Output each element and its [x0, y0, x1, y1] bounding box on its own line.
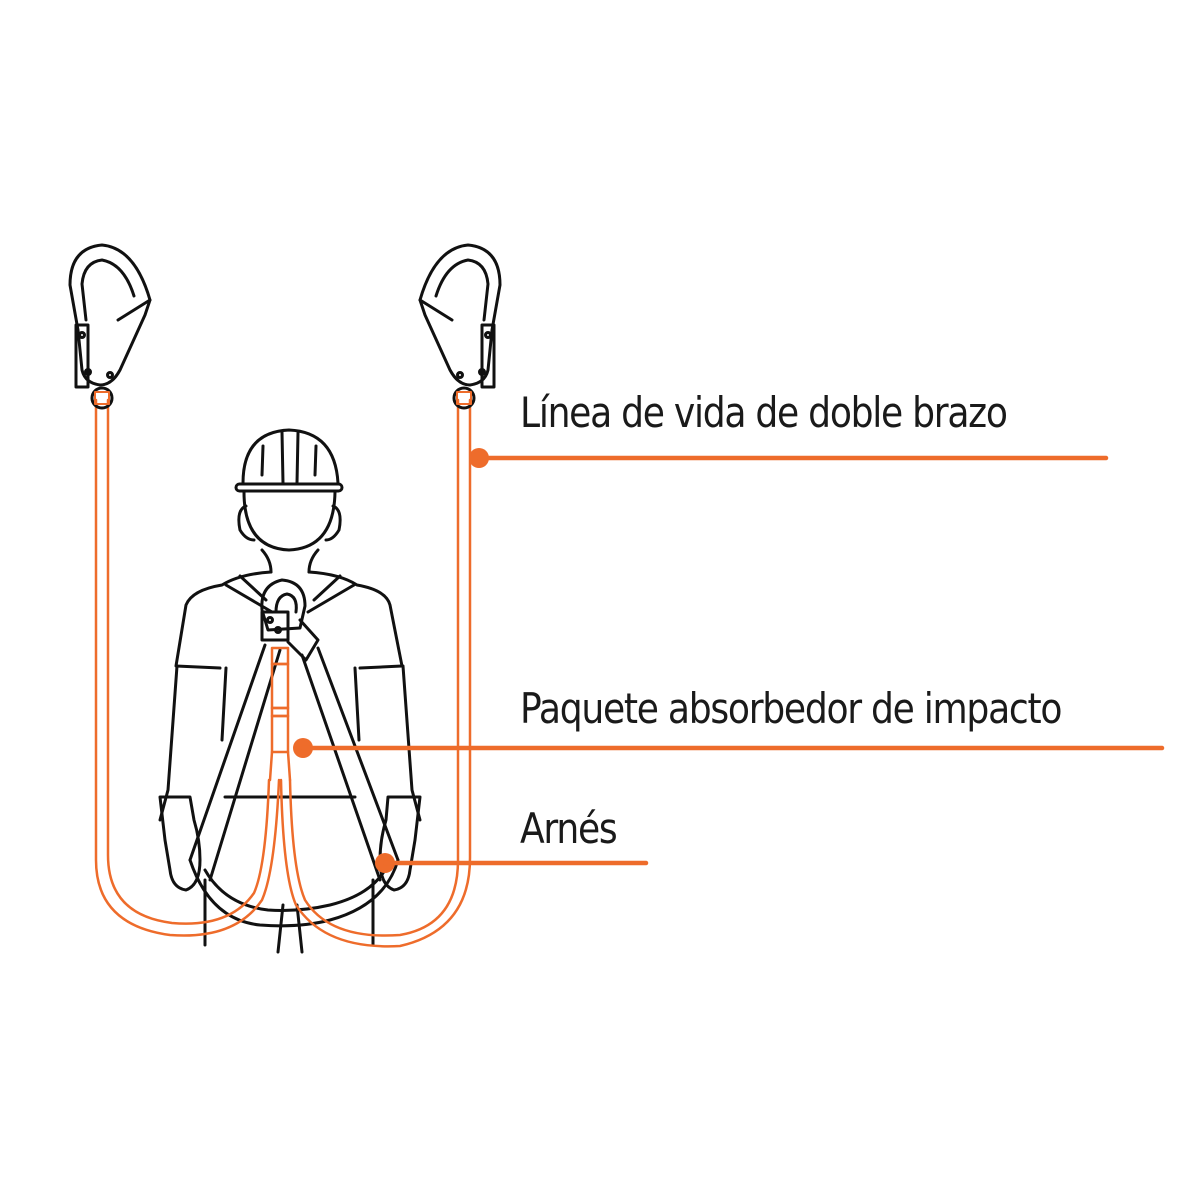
label-lanyard: Línea de vida de doble brazo: [520, 388, 1008, 437]
double-arm-lanyard: [94, 398, 472, 948]
worker-figure: [158, 428, 422, 954]
snap-hook-left-icon: [68, 243, 152, 410]
snap-hook-right-icon: [418, 243, 502, 410]
full-body-harness: [188, 574, 400, 928]
shock-absorber-pack: [268, 646, 292, 782]
hard-hat-icon: [234, 428, 344, 493]
label-shock-absorber: Paquete absorbedor de impacto: [520, 684, 1062, 733]
callout-harness: [375, 853, 649, 873]
callout-absorber: [293, 738, 1165, 758]
callout-lanyard: [469, 448, 1109, 468]
dorsal-snap-hook-icon: [260, 578, 320, 662]
label-harness: Arnés: [520, 804, 618, 853]
